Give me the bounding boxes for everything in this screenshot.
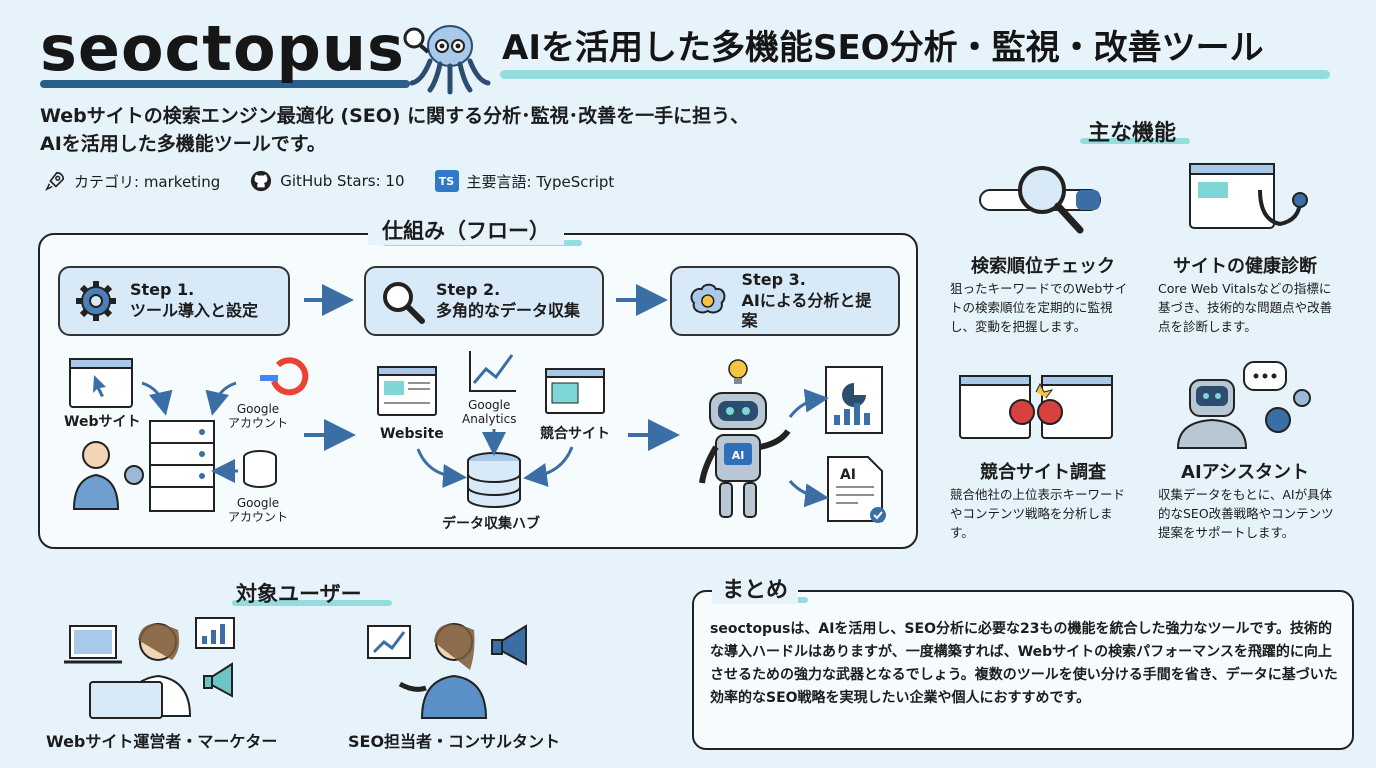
step-1-box: Step 1. ツール導入と設定 [58,266,290,336]
feature-name-ai: AIアシスタント [1181,462,1309,483]
features-top-icons [979,163,1308,234]
meta-row: カテゴリ: marketing GitHub Stars: 10 TS 主要言語… [44,170,614,192]
brain-bulb-icon [690,283,726,314]
github-icon [251,170,272,192]
feature-name-health: サイトの健康診断 [1173,256,1317,277]
gear-icon [76,281,116,321]
ai-assistant-icon [1176,361,1311,449]
doc-ai-label: AI [840,467,856,483]
robot-icon [699,392,791,518]
users-title-underline [232,600,392,606]
label-google-analytics: Google Analytics [462,398,517,427]
search-rank-icon [979,166,1101,234]
step-2-number: Step 2. [436,280,501,300]
website-window-icon [377,366,437,416]
google-icon [260,357,309,396]
competitor-window-icon [545,368,605,414]
flow-illustration: AI AI [69,284,886,523]
label-competitor: 競合サイト [540,426,610,442]
features-bottom-icons [959,361,1311,449]
step-3-label: AIによる分析と提案 [741,290,872,331]
typescript-icon: TS [434,170,459,192]
ai-document-icon [827,456,886,523]
feature-name-rank: 検索順位チェック [971,256,1115,277]
feature-desc-competitor: 競合他社の上位表示キーワードやコンテンツ戦略を分析します。 [950,487,1126,540]
page-headline: AIを活用した多機能SEO分析・監視・改善ツール [502,28,1264,68]
step-2-label: 多角的なデータ収集 [436,301,581,320]
intro-text: Webサイトの検索エンジン最適化 (SEO) に関する分析･監視･改善を一手に担… [40,103,840,158]
headline-underline [500,70,1330,79]
users-illustration [64,617,527,719]
intro-line-2: AIを活用した多機能ツールです。 [40,132,326,155]
step-3-number: Step 3. [741,269,806,289]
person-with-gear-icon [72,441,144,510]
summary-text: seoctopusは、AIを活用し、SEO分析に必要な23もの機能を統合した強力… [710,621,1338,707]
feature-desc-ai: 収集データをもとに、AIが具体的なSEO改善戦略やコンテンツ提案をサポートします… [1158,487,1334,540]
robot-chest-label: AI [732,449,745,462]
browser-cursor-icon [69,358,133,408]
user-label-consultant: SEO担当者・コンサルタント [348,732,561,751]
features-title: 主な機能 [1088,121,1177,146]
meta-stars: GitHub Stars: 10 [250,170,405,192]
summary-panel [692,590,1354,750]
data-hub-icon [467,452,521,508]
report-chart-icon [825,366,883,434]
database-icon [243,450,277,488]
feature-desc-health: Core Web Vitalsなどの指標に基づき、技術的な問題点や改善点を診断し… [1158,281,1333,334]
step-1-label: ツール導入と設定 [130,301,259,320]
step-1-number: Step 1. [130,280,195,300]
competitor-boxing-icon [959,375,1113,439]
meta-language: TS 主要言語: TypeScript [434,170,614,192]
label-data-hub: データ収集ハブ [442,516,540,532]
user-consultant-icon [367,623,527,719]
step-3-box: Step 3. AIによる分析と提案 [670,266,900,336]
users-title: 対象ユーザー [236,582,362,606]
server-icon [149,420,215,512]
label-website-jp: Webサイト [64,414,141,430]
site-health-icon [1189,163,1308,229]
octopus-mascot-icon [403,25,491,95]
magnifier-icon [383,282,425,324]
analytics-chart-icon [469,351,516,392]
intro-line-1: Webサイトの検索エンジン最適化 (SEO) に関する分析･監視･改善を一手に担… [40,105,750,127]
user-label-marketer: Webサイト運営者・マーケター [46,732,278,751]
rocket-icon [45,171,65,191]
app-logo: seoctopus [40,12,405,85]
features-title-underline [1080,138,1190,144]
flow-title: 仕組み（フロー） [368,215,564,245]
meta-category: カテゴリ: marketing [44,170,220,192]
label-google-account-1: Google アカウント [228,402,289,431]
lightbulb-icon [728,359,748,384]
summary-title: まとめ [712,572,799,604]
label-website-en: Website [380,426,444,442]
label-google-account-2: Google アカウント [228,496,289,525]
user-marketer-icon [64,617,235,719]
logo-underline [40,80,410,88]
step-2-box: Step 2. 多角的なデータ収集 [364,266,604,336]
feature-desc-rank: 狙ったキーワードでのWebサイトの検索順位を定期的に監視し、変動を把握します。 [950,281,1128,334]
feature-name-competitor: 競合サイト調査 [980,462,1106,483]
